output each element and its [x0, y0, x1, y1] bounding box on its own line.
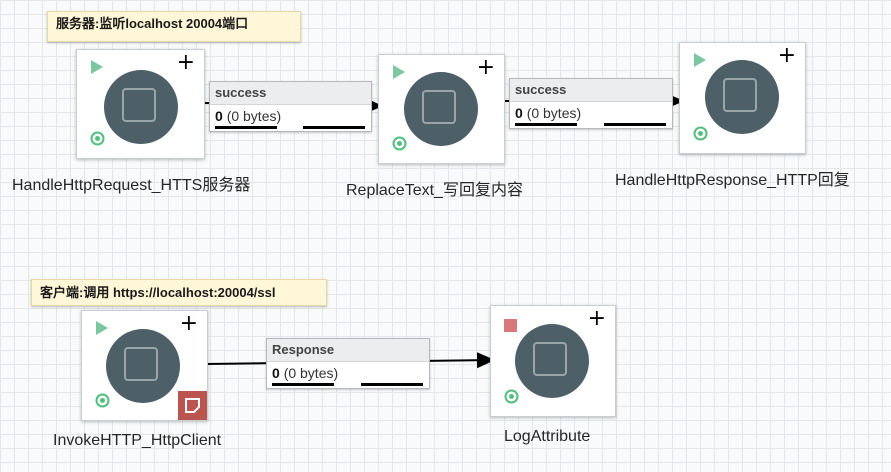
connection-relationship: Response: [267, 339, 429, 362]
processor-name: ReplaceText_写回复内容: [346, 182, 523, 199]
queue-count: 0: [215, 108, 223, 124]
client-note-label[interactable]: 客户端:调用 https://localhost:20004/ssl: [31, 279, 327, 306]
valid-icon: [504, 389, 519, 404]
processor-icon: [404, 72, 478, 146]
processor-name: LogAttribute: [504, 428, 591, 445]
queue-bar-right: [361, 383, 423, 386]
plus-icon[interactable]: +: [176, 50, 195, 75]
queue-bar-right: [604, 123, 666, 126]
queue-bar-right: [303, 126, 365, 129]
processor-icon: [705, 60, 779, 134]
queue-size: (0 bytes): [226, 108, 282, 124]
connection-success-2[interactable]: success 0 (0 bytes): [509, 78, 673, 129]
play-icon: [393, 65, 405, 79]
queue-size: (0 bytes): [526, 105, 582, 121]
processor-name: InvokeHTTP_HttpClient: [53, 432, 222, 449]
connection-response[interactable]: Response 0 (0 bytes): [266, 338, 430, 389]
processor-name: HandleHttpRequest_HTTS服务器: [12, 177, 251, 194]
valid-icon: [95, 393, 110, 408]
processor-replace-text[interactable]: +: [378, 54, 505, 164]
queue-bar-left: [272, 383, 334, 386]
valid-icon: [90, 131, 105, 146]
plus-icon[interactable]: +: [476, 55, 495, 80]
processor-handle-http-request[interactable]: +: [76, 49, 205, 159]
server-note-label[interactable]: 服务器:监听localhost 20004端口: [47, 11, 301, 42]
stop-icon: [504, 319, 517, 332]
plus-icon[interactable]: +: [179, 311, 198, 336]
processor-log-attribute[interactable]: +: [490, 305, 616, 417]
processor-handle-http-response[interactable]: +: [679, 42, 806, 154]
connection-relationship: success: [510, 79, 672, 102]
play-icon: [91, 60, 103, 74]
queue-stats: 0 (0 bytes): [267, 362, 429, 384]
queue-stats: 0 (0 bytes): [510, 102, 672, 124]
processor-icon: [515, 324, 589, 398]
processor-icon: [106, 329, 180, 403]
connection-relationship: success: [210, 82, 371, 105]
connection-success-1[interactable]: success 0 (0 bytes): [209, 81, 372, 132]
bulletin-icon[interactable]: [178, 391, 207, 420]
queue-stats: 0 (0 bytes): [210, 105, 371, 127]
valid-icon: [392, 136, 407, 151]
processor-name: HandleHttpResponse_HTTP回复: [615, 172, 850, 189]
valid-icon: [693, 126, 708, 141]
play-icon: [694, 53, 706, 67]
processor-invoke-http[interactable]: +: [81, 310, 208, 421]
plus-icon[interactable]: +: [587, 306, 606, 331]
queue-count: 0: [515, 105, 523, 121]
play-icon: [96, 321, 108, 335]
client-note-text: 客户端:调用 https://localhost:20004/ssl: [40, 285, 276, 300]
queue-bar-left: [215, 126, 277, 129]
queue-bar-left: [515, 123, 577, 126]
processor-icon: [104, 70, 178, 144]
queue-count: 0: [272, 365, 280, 381]
server-note-text: 服务器:监听localhost 20004端口: [56, 16, 249, 31]
queue-size: (0 bytes): [283, 365, 339, 381]
plus-icon[interactable]: +: [777, 43, 796, 68]
